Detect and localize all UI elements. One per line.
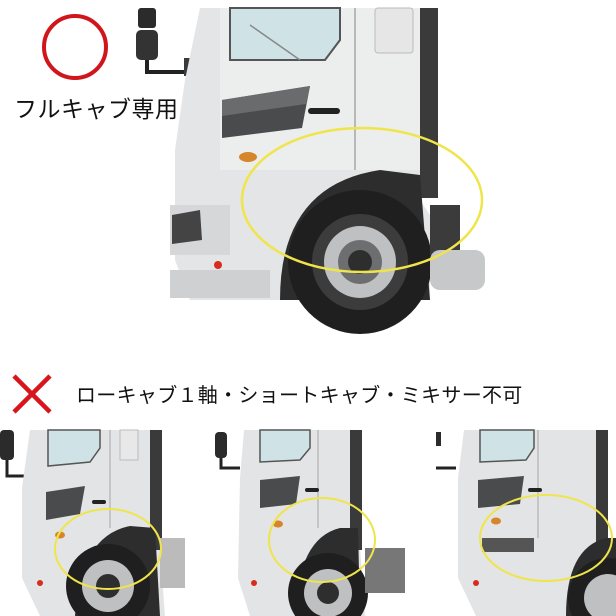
compatible-label: フルキャブ専用 <box>14 97 179 123</box>
truck-photo-low-cab-single-axle <box>0 428 190 616</box>
ok-circle-icon <box>42 14 108 80</box>
ng-cross-icon <box>10 372 54 416</box>
truck-photo-mixer <box>436 428 616 616</box>
incompatible-label: ローキャブ１軸・ショートキャブ・ミキサー不可 <box>76 383 523 407</box>
truck-photo-full-cab <box>130 0 490 340</box>
truck-photo-short-cab <box>210 428 410 616</box>
